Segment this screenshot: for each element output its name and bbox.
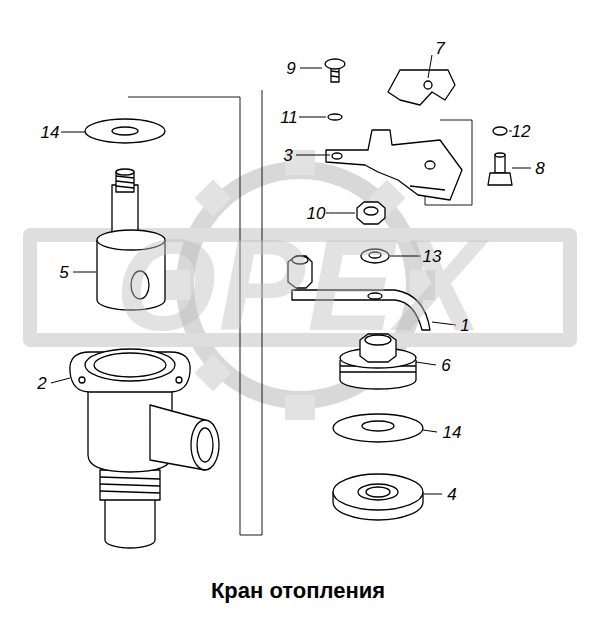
callout-number: 8 [535, 160, 544, 177]
caption: Кран отопления [211, 578, 385, 604]
watermark: OPEX [115, 220, 484, 350]
callout-number: 3 [283, 147, 292, 164]
callout-number: 2 [37, 375, 46, 392]
callout-number: 11 [280, 109, 298, 126]
callout-number: 9 [286, 60, 295, 77]
callout-number: 13 [423, 248, 442, 265]
callout-number: 1 [460, 317, 469, 334]
callout-number: 4 [447, 486, 456, 503]
callout-number: 12 [512, 123, 531, 140]
callout-number: 7 [435, 40, 444, 57]
callout-number: 6 [441, 357, 450, 374]
callout-number: 14 [41, 124, 60, 141]
callout-number: 14 [443, 424, 462, 441]
callout-number: 5 [59, 264, 68, 281]
callout-number: 10 [307, 205, 326, 222]
